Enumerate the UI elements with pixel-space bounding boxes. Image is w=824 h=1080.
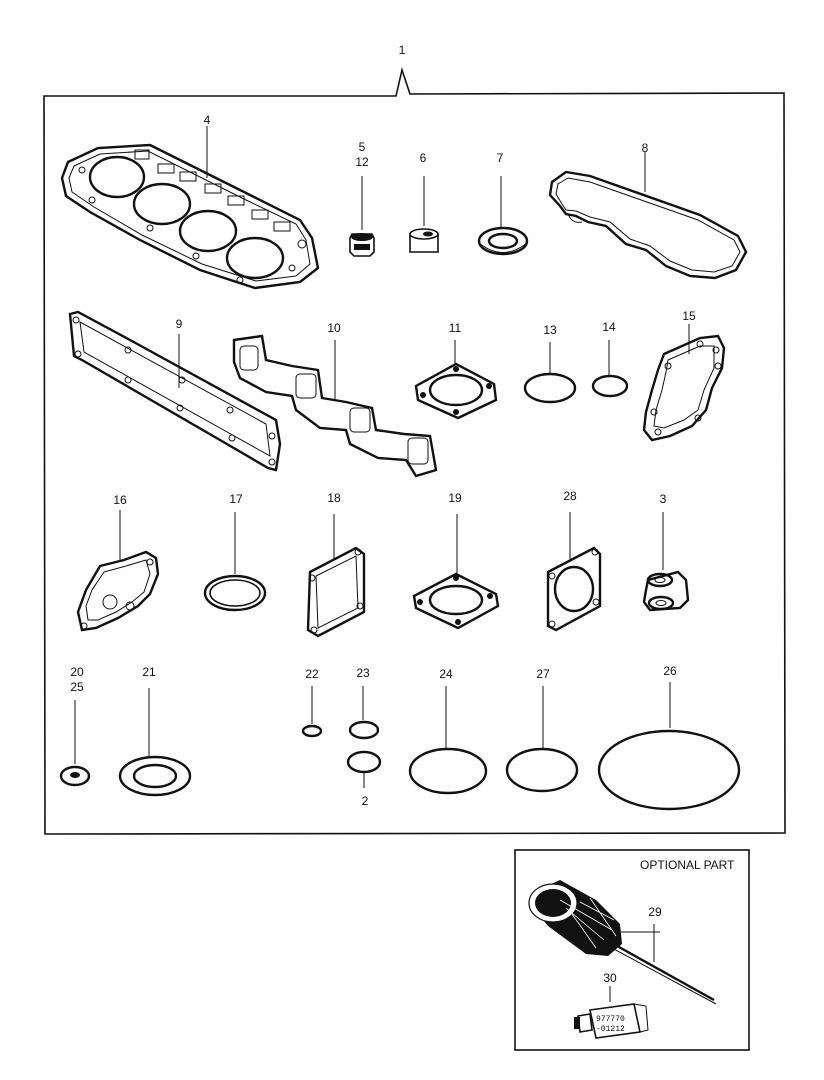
callout-5: 5 — [359, 140, 366, 154]
part-19-flange-gasket — [412, 514, 500, 630]
callout-13: 13 — [543, 323, 557, 337]
part-5-12-valve-stem-seal — [349, 176, 375, 257]
callout-23: 23 — [356, 666, 370, 680]
callout-6: 6 — [420, 151, 427, 165]
part-6-bushing — [409, 176, 439, 253]
kit-frame — [43, 67, 786, 835]
part-21-washer — [118, 688, 192, 797]
part-18-rect-gasket — [306, 514, 366, 638]
callout-25: 25 — [70, 680, 84, 694]
callout-16: 16 — [113, 493, 127, 507]
part-17-ring-gasket — [203, 512, 267, 612]
callout-3: 3 — [660, 492, 667, 506]
part-27-o-ring — [505, 686, 579, 793]
part-15-water-pump-gasket — [642, 324, 726, 442]
part-2-o-ring — [346, 750, 382, 788]
callout-17: 17 — [229, 492, 243, 506]
callout-20: 20 — [70, 665, 84, 679]
part-14-o-ring — [591, 340, 629, 398]
callout-11: 11 — [449, 321, 462, 335]
callout-29: 29 — [648, 905, 662, 919]
optional-part-title: OPTIONAL PART — [640, 858, 735, 872]
callout-30: 30 — [603, 971, 617, 985]
part-26-o-ring — [597, 682, 741, 811]
part-3-washer-gasket — [642, 512, 690, 612]
callout-2: 2 — [362, 794, 369, 808]
callout-4: 4 — [204, 113, 211, 127]
part-20-25-washer — [59, 700, 91, 787]
callout-9: 9 — [176, 317, 183, 331]
tube-label-1: 977770 — [596, 1015, 625, 1024]
callout-26: 26 — [663, 664, 677, 678]
callout-18: 18 — [327, 491, 341, 505]
callout-22: 22 — [305, 667, 319, 681]
callout-7: 7 — [497, 151, 504, 165]
part-11-square-gasket — [414, 340, 498, 420]
tube-label-2: -01212 — [596, 1025, 625, 1034]
callout-21: 21 — [142, 665, 156, 679]
part-30-sealant-tube: 977770 -01212 — [574, 986, 649, 1039]
callout-15: 15 — [682, 309, 696, 323]
callout-10: 10 — [327, 321, 341, 335]
callout-28: 28 — [563, 489, 577, 503]
part-9-manifold-gasket — [68, 310, 282, 472]
callout-24: 24 — [439, 667, 453, 681]
part-10-exhaust-gasket — [232, 334, 438, 478]
part-22-o-ring — [301, 686, 323, 738]
part-28-square-gasket — [546, 512, 602, 632]
part-24-o-ring — [408, 686, 488, 795]
callout-27: 27 — [536, 667, 550, 681]
part-8-rocker-cover-gasket — [548, 152, 748, 280]
part-16-cover-gasket — [76, 510, 160, 632]
part-13-o-ring — [523, 342, 577, 404]
part-4-head-gasket — [60, 126, 320, 290]
callout-8: 8 — [642, 141, 649, 155]
part-29-hone-brush — [528, 880, 717, 1005]
callout-1: 1 — [399, 43, 406, 57]
part-7-seal-washer — [477, 176, 529, 256]
part-23-o-ring — [348, 686, 380, 740]
callout-19: 19 — [448, 491, 462, 505]
optional-part-box — [514, 849, 750, 1051]
callout-12: 12 — [355, 155, 369, 169]
callout-14: 14 — [602, 320, 616, 334]
